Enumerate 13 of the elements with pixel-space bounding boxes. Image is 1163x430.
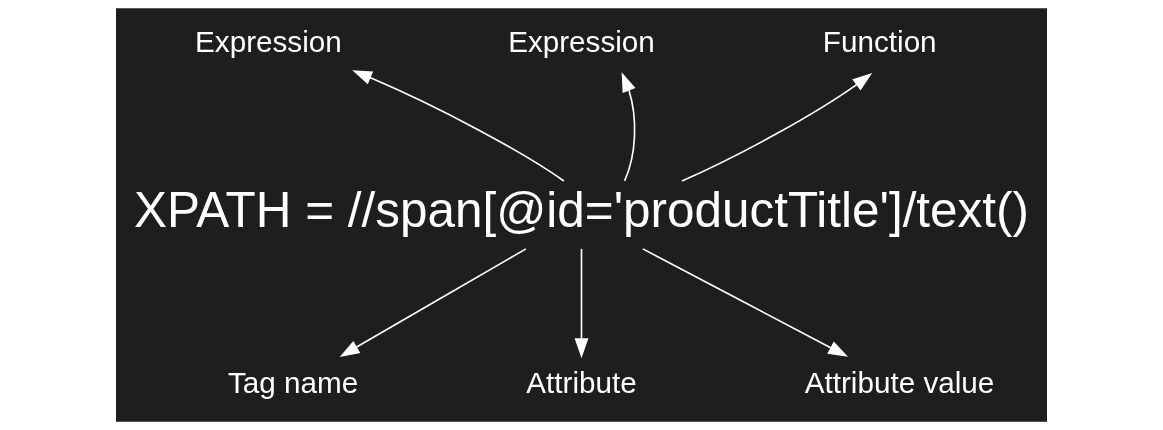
arrow (574, 248, 589, 359)
node-text: Function (822, 24, 937, 58)
arrow (621, 72, 636, 182)
arrow (642, 248, 849, 357)
node-text: Expression (195, 24, 342, 58)
node-text: XPATH = //span[@id='productTitle']/text() (134, 182, 1029, 238)
node-text: Expression (508, 24, 655, 58)
arrow (339, 248, 527, 357)
arrow (681, 73, 873, 182)
node-text: Attribute value (804, 365, 995, 399)
node-text: Attribute (526, 365, 637, 399)
node-text: Tag name (228, 365, 359, 399)
arrow (352, 70, 565, 182)
